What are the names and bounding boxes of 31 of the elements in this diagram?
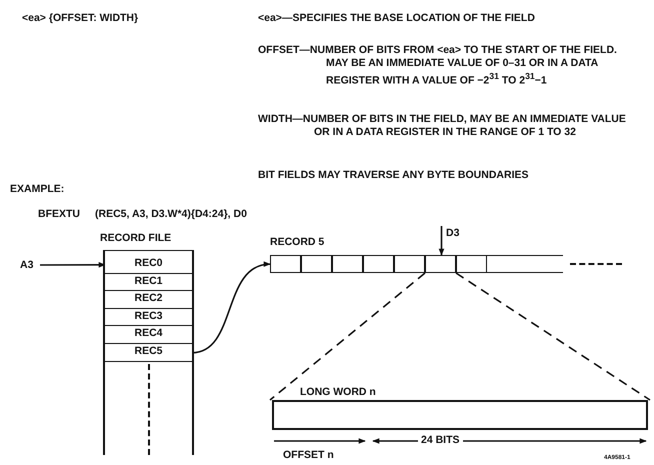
heading: RECORD FILE <box>100 232 172 244</box>
dimension-label: OFFSET n <box>283 449 335 462</box>
register-label: D3 <box>446 226 470 240</box>
definition-text: OFFSET—NUMBER OF BITS FROM <ea> TO THE START OF THE FIELD. MAY BE AN IMMEDIATE VALUE OF 0–31 OR IN A DATA REGISTER WITH A VALUE OF −2$^{31}$ TO 2$^{31}$−1 <box>258 44 618 88</box>
syntax-text: <ea> {OFFSET: WIDTH} <box>22 12 140 25</box>
instruction-text: BFEXTU <box>38 208 81 221</box>
byte-cell <box>456 255 487 273</box>
arrow <box>192 262 271 354</box>
byte-cell <box>301 255 332 273</box>
note-text: BIT FIELDS MAY TRAVERSE ANY BYTE BOUNDARIES <box>258 169 530 182</box>
dashed-line <box>456 272 650 401</box>
heading: EXAMPLE: <box>10 183 66 196</box>
byte-cell <box>425 255 456 273</box>
operand-text: (REC5, A3, D3.W*4){D4:24}, D0 <box>95 208 248 221</box>
byte-cell <box>332 255 363 273</box>
definition-text: WIDTH—NUMBER OF BITS IN THE FIELD, MAY BE AN IMMEDIATE VALUE OR IN A DATA REGISTER IN THE RANGE OF 1 TO 32 <box>258 113 627 139</box>
record-row: REC1 <box>105 274 192 292</box>
byte-cell <box>270 255 301 273</box>
byte-cell <box>394 255 425 273</box>
register-label: A3 <box>20 258 40 272</box>
record-row: REC2 <box>105 291 192 309</box>
arrow <box>438 226 444 256</box>
record-row: REC3 <box>105 308 192 326</box>
byte-cell <box>363 255 394 273</box>
definition-text: <ea>—SPECIFIES THE BASE LOCATION OF THE FIELD <box>258 12 536 25</box>
record-row: REC4 <box>105 326 192 344</box>
heading: LONG WORD n <box>300 386 376 398</box>
dashed-line <box>270 272 426 401</box>
heading: RECORD 5 <box>270 236 324 248</box>
arrow <box>40 262 106 268</box>
record-row: REC0 <box>105 256 192 274</box>
